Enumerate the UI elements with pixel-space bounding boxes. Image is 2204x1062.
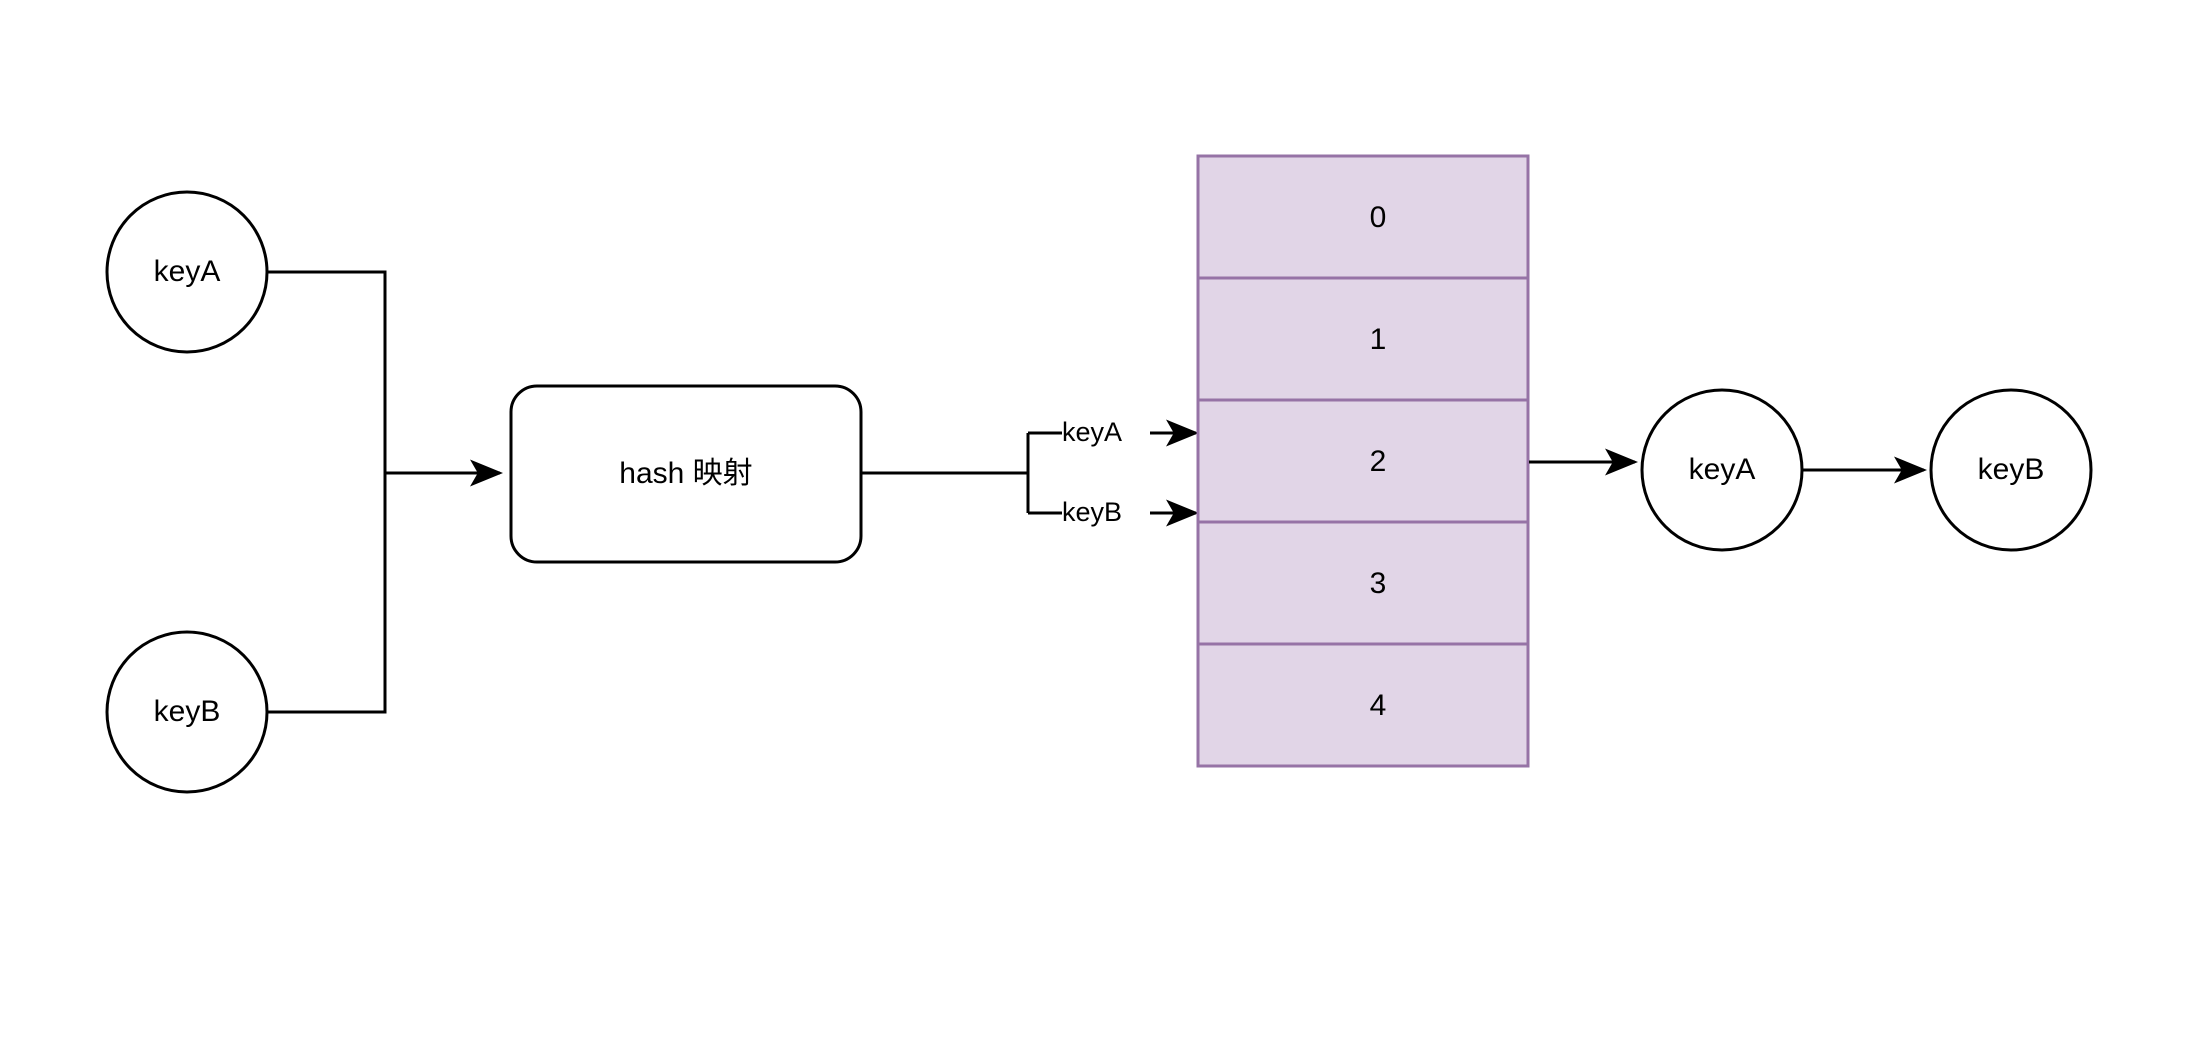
bucket-cell-1[interactable]: 1 [1196, 276, 1530, 402]
merge-bracket-path [267, 270, 387, 714]
branch-keya-label: keyA [1062, 417, 1122, 447]
node-hash-mapping[interactable]: hash 映射 [509, 384, 863, 564]
bucket-cell-3-rect[interactable] [1196, 520, 1530, 646]
chain-keyb-label: keyB [1978, 453, 2045, 486]
input-keya-label: keyA [154, 255, 221, 288]
edge-hash-to-branch [861, 431, 1062, 515]
chain-keyb-circle[interactable] [1929, 388, 2093, 552]
node-chain-keyb[interactable]: keyB [1929, 388, 2093, 552]
bucket-cell-4-label: 4 [1370, 689, 1387, 722]
hash-bucket-table[interactable]: 0 1 2 3 4 [1196, 154, 1530, 768]
bucket-cell-0[interactable]: 0 [1196, 154, 1530, 280]
bucket-cell-1-label: 1 [1370, 323, 1387, 356]
node-input-keyb[interactable]: keyB [105, 630, 269, 794]
node-input-keya[interactable]: keyA [105, 190, 269, 354]
branch-keyb-label: keyB [1062, 497, 1122, 527]
bucket-cell-4[interactable]: 4 [1196, 642, 1530, 768]
edge-branch-keyb: keyB [1062, 497, 1199, 527]
hash-mapping-label: hash 映射 [619, 457, 752, 490]
chain-keya-label: keyA [1689, 453, 1756, 486]
bucket-cell-2-label: 2 [1370, 445, 1387, 478]
bucket-cell-2-rect[interactable] [1196, 398, 1530, 524]
bucket-cell-3[interactable]: 3 [1196, 520, 1530, 646]
edge-branch-keya: keyA [1062, 417, 1199, 447]
node-chain-keya[interactable]: keyA [1640, 388, 1804, 552]
bucket-cell-4-rect[interactable] [1196, 642, 1530, 768]
bucket-cell-1-rect[interactable] [1196, 276, 1530, 402]
edge-inputs-to-hash [267, 270, 503, 714]
bucket-cell-0-label: 0 [1370, 201, 1387, 234]
bucket-cell-3-label: 3 [1370, 567, 1387, 600]
bucket-cell-2[interactable]: 2 [1196, 398, 1530, 524]
input-keyb-label: keyB [154, 695, 221, 728]
bucket-cell-0-rect[interactable] [1196, 154, 1530, 280]
